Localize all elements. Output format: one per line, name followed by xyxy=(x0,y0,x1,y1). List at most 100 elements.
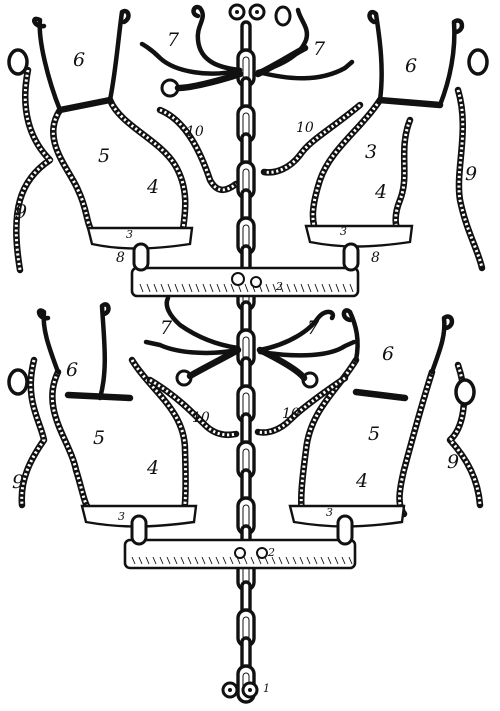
hatch-line xyxy=(307,283,312,293)
hatch-line xyxy=(153,283,158,293)
label-7-ul: 7 xyxy=(167,29,180,51)
hatch-line xyxy=(285,556,290,565)
label-10-ll: 10 xyxy=(192,410,210,426)
hatch-line xyxy=(194,556,199,565)
label-5-ll: 5 xyxy=(93,427,105,449)
hatch-line xyxy=(272,283,277,293)
hatch-line xyxy=(159,556,164,565)
label-4-lr: 4 xyxy=(355,470,368,492)
hatch-line xyxy=(222,556,227,565)
hatch-line xyxy=(320,556,325,565)
label-9-ll: 9 xyxy=(12,471,24,493)
hatch-line xyxy=(139,283,144,293)
label-9-ul: 9 xyxy=(15,201,27,223)
label-6-ul: 6 xyxy=(73,49,85,71)
label-7-ll: 7 xyxy=(160,317,173,339)
lower-crossbar xyxy=(123,538,357,570)
label-3-ur: 3 xyxy=(365,141,377,163)
label-4-ul: 4 xyxy=(146,176,159,198)
hatch-line xyxy=(230,283,235,293)
hatch-line xyxy=(279,283,284,293)
label-3-plank-lr: 3 xyxy=(326,506,333,519)
upper-hook-pair xyxy=(139,4,355,98)
hatch-line xyxy=(223,283,228,293)
label-7-ur: 7 xyxy=(313,38,326,60)
label-3-plank-ll: 3 xyxy=(118,510,125,523)
hatch-line xyxy=(216,283,221,293)
hatch-line xyxy=(195,283,200,293)
hatch-line xyxy=(181,283,186,293)
label-7-lr: 7 xyxy=(307,317,320,339)
hatch-line xyxy=(264,556,269,565)
hatch-line xyxy=(300,283,305,293)
hatch-line xyxy=(243,556,248,565)
hatch-line xyxy=(215,556,220,565)
hatch-line xyxy=(250,556,255,565)
hatch-line xyxy=(306,556,311,565)
hatch-line xyxy=(244,283,249,293)
upper-left-sling xyxy=(7,8,240,274)
lower-hook-pair xyxy=(143,295,357,389)
label-4-ll: 4 xyxy=(146,457,159,479)
label-6-ur: 6 xyxy=(405,55,417,77)
hatch-line xyxy=(265,283,270,293)
hatch-line xyxy=(314,283,319,293)
hatch-line xyxy=(327,556,332,565)
label-6-lr: 6 xyxy=(382,343,394,365)
hatch-line xyxy=(313,556,318,565)
hatch-line xyxy=(334,556,339,565)
label-5-lr: 5 xyxy=(368,423,380,445)
hatch-line xyxy=(187,556,192,565)
hatch-line xyxy=(342,283,347,293)
hatch-line xyxy=(229,556,234,565)
hatch-line xyxy=(201,556,206,565)
hatch-line xyxy=(145,556,150,565)
label-8-r: 8 xyxy=(371,250,380,266)
hatch-line xyxy=(174,283,179,293)
bottom-rings xyxy=(221,681,259,699)
label-3-plank-ur: 3 xyxy=(340,225,347,238)
hatch-line xyxy=(173,556,178,565)
hatch-line xyxy=(286,283,291,293)
hatch-line xyxy=(348,556,353,565)
upper-crossbar xyxy=(130,266,360,298)
hatch-line xyxy=(257,556,262,565)
top-rings xyxy=(228,3,292,27)
hatch-line xyxy=(321,283,326,293)
hatch-line xyxy=(349,283,354,293)
hatch-line xyxy=(146,283,151,293)
hatch-line xyxy=(180,556,185,565)
label-4-ur: 4 xyxy=(374,181,387,203)
hatch-line xyxy=(202,283,207,293)
left-shackle xyxy=(130,242,150,546)
figure-labels: 6 6 6 6 7 7 7 7 5 3 5 5 4 4 4 4 9 9 9 9 … xyxy=(12,29,477,695)
hatch-line xyxy=(271,556,276,565)
hatch-line xyxy=(160,283,165,293)
label-10-ul: 10 xyxy=(186,124,204,140)
label-5-ul: 5 xyxy=(98,145,110,167)
label-1: 1 xyxy=(263,682,270,695)
hatch-line xyxy=(328,283,333,293)
right-shackle xyxy=(336,242,360,546)
label-9-ur: 9 xyxy=(465,163,477,185)
hatch-line xyxy=(299,556,304,565)
hatch-line xyxy=(292,556,297,565)
hatch-line xyxy=(138,556,143,565)
label-3-plank-ul: 3 xyxy=(126,228,133,241)
hatch-line xyxy=(293,283,298,293)
lower-right-sling xyxy=(254,308,484,528)
central-chain xyxy=(236,20,256,704)
hatch-line xyxy=(131,556,136,565)
label-2-top: 2 xyxy=(275,280,283,293)
hatch-line xyxy=(208,556,213,565)
hatch-line xyxy=(341,556,346,565)
hatch-line xyxy=(209,283,214,293)
label-8-l: 8 xyxy=(116,250,125,266)
hatch-line xyxy=(335,283,340,293)
hatch-line xyxy=(188,283,193,293)
label-10-ur: 10 xyxy=(296,120,314,136)
hatch-line xyxy=(152,556,157,565)
label-9-lr: 9 xyxy=(447,451,459,473)
